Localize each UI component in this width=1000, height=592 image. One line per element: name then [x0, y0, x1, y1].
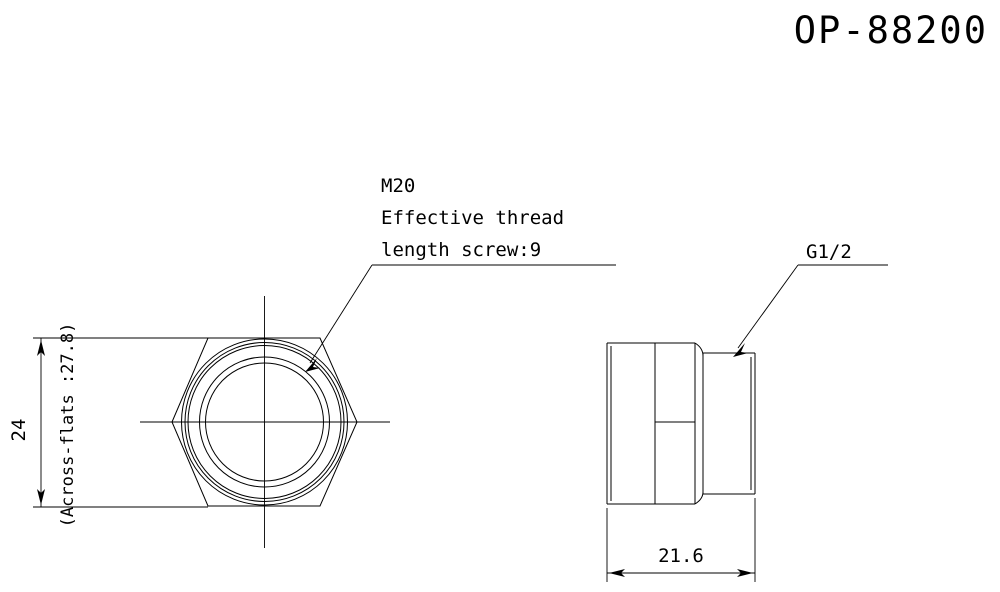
page-title: OP-88200 [794, 9, 988, 52]
leader-arrow-head [305, 358, 320, 372]
fillet-arc-top [694, 342, 704, 357]
length-arrow-right [737, 569, 753, 577]
thread-note-line-2: Effective thread [381, 207, 564, 229]
hex-front-view [140, 296, 390, 548]
g-leader-diagonal [737, 264, 799, 349]
leader-diagonal [309, 264, 373, 364]
arrow-head-top [37, 340, 45, 356]
thread-note-line-1: M20 [381, 175, 415, 197]
thread-note-line-3: length screw:9 [381, 239, 541, 261]
fillet-arc-bottom [694, 491, 704, 505]
g-leader-arrow-head [733, 343, 748, 357]
length-arrow-left [609, 569, 625, 577]
port-thread-label: G1/2 [806, 241, 852, 263]
port-thread-leader [733, 264, 888, 357]
thread-note-leader [305, 264, 616, 372]
body-length-value: 21.6 [658, 545, 704, 567]
body-length-dimension [606, 498, 756, 582]
arrow-head-bottom [37, 489, 45, 505]
plug-side-view [606, 342, 756, 505]
hex-across-flats-note: (Across-flats :27.8) [58, 323, 78, 528]
hex-height-dimension [33, 337, 208, 508]
hex-height-value: 24 [8, 419, 30, 442]
